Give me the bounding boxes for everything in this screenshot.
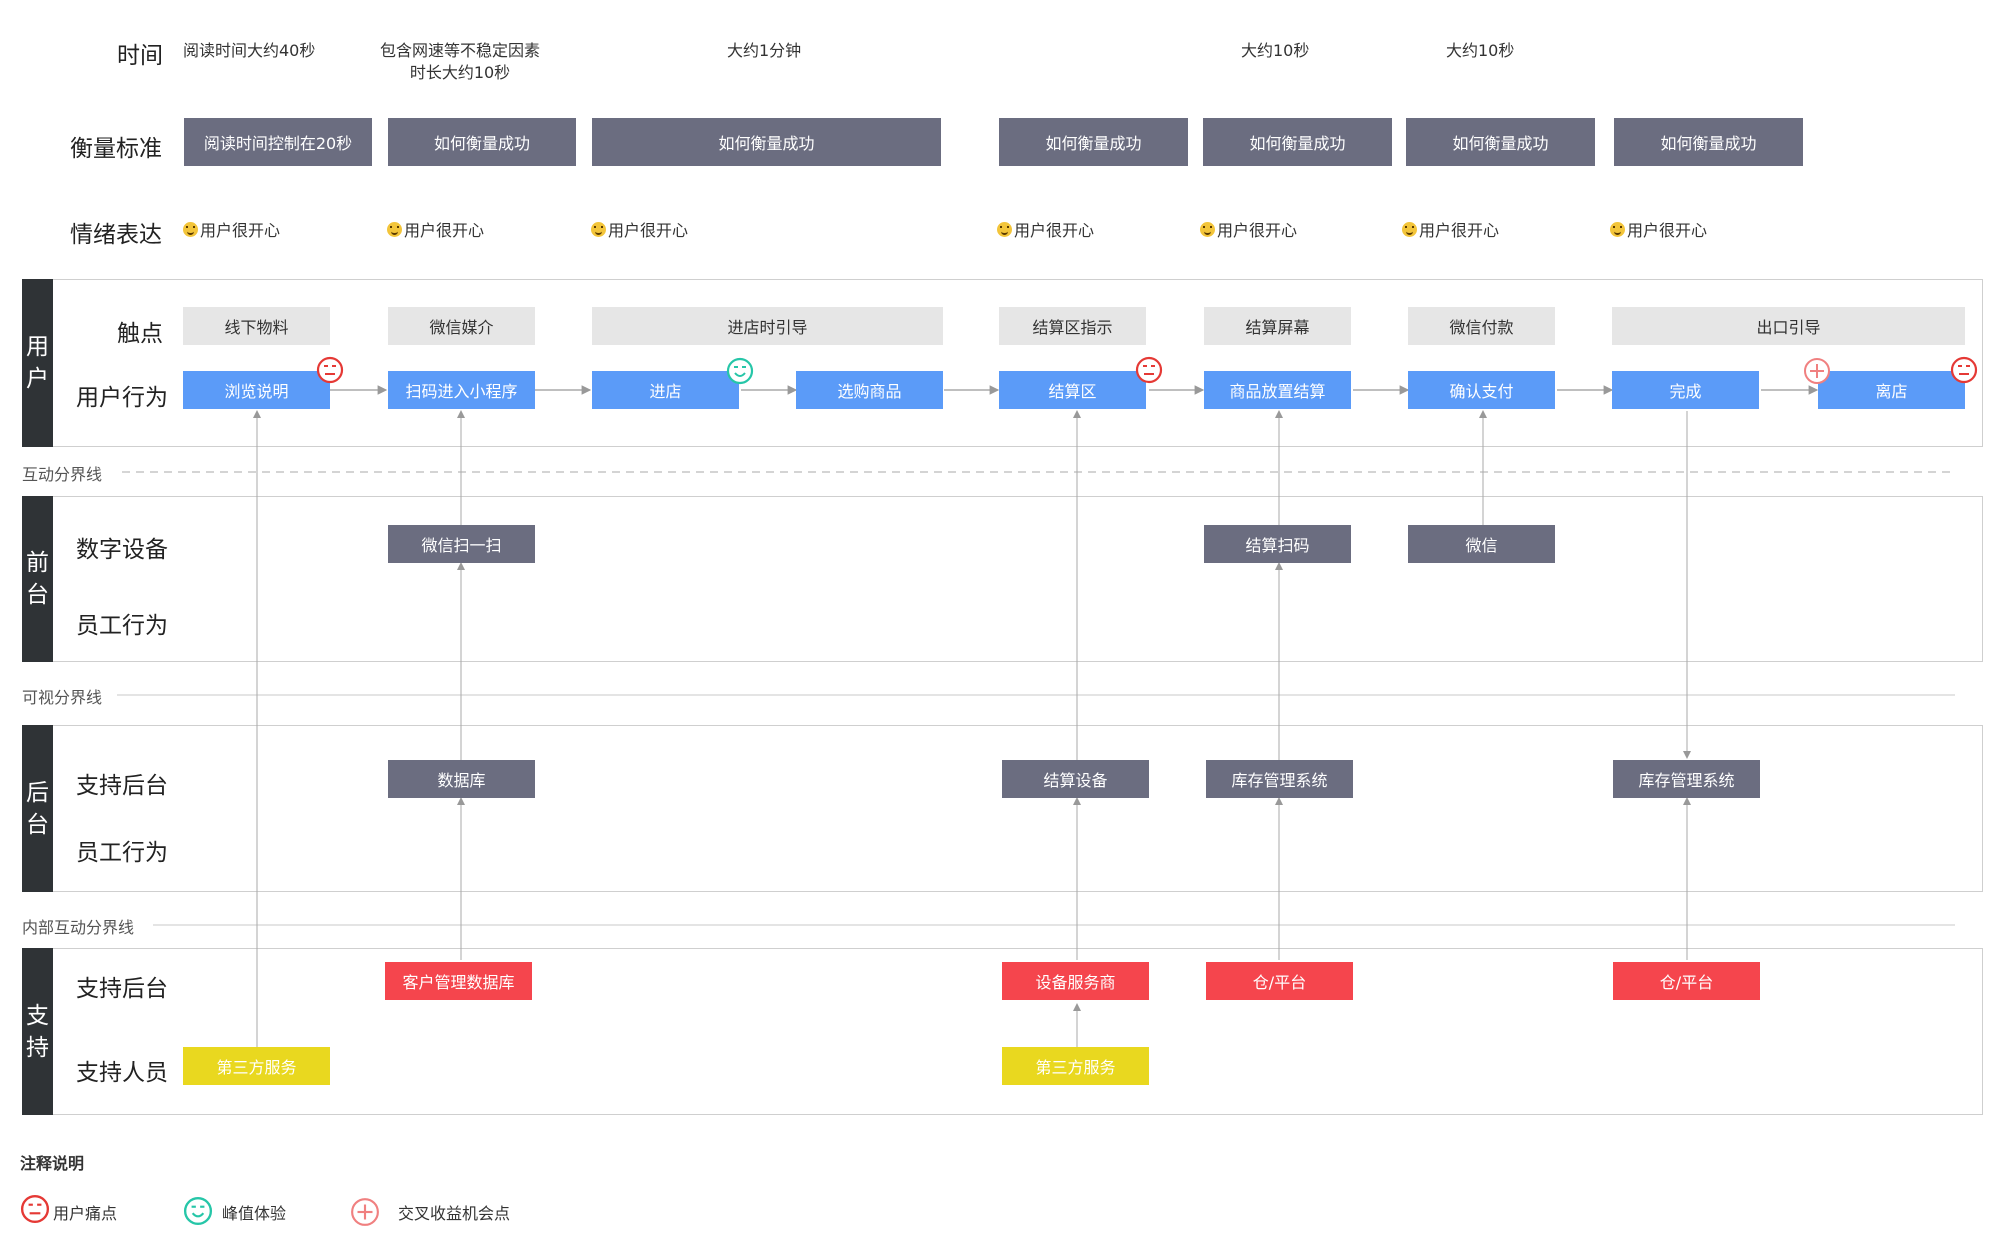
back-system-3: 库存管理系统	[1206, 760, 1353, 798]
measure-box-6: 如何衡量成功	[1406, 118, 1595, 166]
internal-divider-label: 内部互动分界线	[22, 918, 135, 937]
back-staff-row-label: 员工行为	[76, 840, 168, 866]
measure-box-3: 如何衡量成功	[592, 118, 941, 166]
support-people-row-label: 支持人员	[76, 1060, 168, 1086]
time-row-label: 时间	[117, 43, 163, 69]
touchpoint-7: 出口引导	[1612, 307, 1965, 345]
time-text-2: 包含网速等不稳定因素时长大约10秒	[379, 41, 540, 82]
back-system-4: 库存管理系统	[1613, 760, 1760, 798]
support-backend-4: 仓/平台	[1613, 962, 1760, 1000]
support-backend-row-label: 支持后台	[76, 976, 168, 1002]
behavior-3: 进店	[592, 371, 739, 409]
measure-box-4: 如何衡量成功	[999, 118, 1188, 166]
behavior-4: 选购商品	[796, 371, 943, 409]
front-lane-bar: 前台	[22, 496, 53, 662]
back-system-1: 数据库	[388, 760, 535, 798]
time-text-1: 阅读时间大约40秒	[183, 41, 316, 60]
peak-experience-icon	[726, 357, 754, 385]
front-device-3: 微信	[1408, 525, 1555, 563]
measure-box-2: 如何衡量成功	[388, 118, 576, 166]
touch-row-label: 触点	[117, 321, 163, 347]
legend-pain-label: 用户痛点	[53, 1204, 118, 1223]
emotion-4: 用户很开心	[997, 217, 1094, 241]
support-people-2: 第三方服务	[1002, 1047, 1149, 1085]
legend-cross-label: 交叉收益机会点	[398, 1204, 511, 1223]
behavior-6: 商品放置结算	[1204, 371, 1351, 409]
front-device-2: 结算扫码	[1204, 525, 1351, 563]
behavior-8: 完成	[1612, 371, 1759, 409]
back-lane-bar: 后台	[22, 725, 53, 892]
touchpoint-1: 线下物料	[183, 307, 330, 345]
behavior-row-label: 用户行为	[76, 385, 168, 411]
emotion-2: 用户很开心	[387, 217, 484, 241]
measure-box-1: 阅读时间控制在20秒	[184, 118, 372, 166]
user-lane-bar: 用户	[22, 279, 53, 447]
legend-pain-icon	[20, 1194, 50, 1224]
emotion-3: 用户很开心	[591, 217, 688, 241]
legend-cross-icon	[351, 1198, 379, 1226]
smile-emoji-icon	[183, 221, 198, 237]
behavior-5: 结算区	[999, 371, 1146, 409]
behavior-7: 确认支付	[1408, 371, 1555, 409]
support-backend-1: 客户管理数据库	[385, 962, 532, 1000]
interaction-divider-label: 互动分界线	[22, 465, 103, 484]
touchpoint-5: 结算屏幕	[1204, 307, 1351, 345]
smile-emoji-icon	[997, 221, 1012, 237]
pain-point-icon	[1135, 356, 1163, 384]
touchpoint-6: 微信付款	[1408, 307, 1555, 345]
smile-emoji-icon	[1200, 221, 1215, 237]
legend-title: 注释说明	[20, 1154, 85, 1173]
smile-emoji-icon	[591, 221, 606, 237]
support-backend-3: 仓/平台	[1206, 962, 1353, 1000]
visibility-divider-label: 可视分界线	[22, 688, 103, 707]
behavior-1: 浏览说明	[183, 371, 330, 409]
emotion-7: 用户很开心	[1610, 217, 1707, 241]
smile-emoji-icon	[1402, 221, 1417, 237]
time-text-4: 大约10秒	[1241, 41, 1310, 60]
back-support-row-label: 支持后台	[76, 773, 168, 799]
smile-emoji-icon	[1610, 221, 1625, 237]
measure-box-7: 如何衡量成功	[1614, 118, 1803, 166]
measure-box-5: 如何衡量成功	[1203, 118, 1392, 166]
front-device-1: 微信扫一扫	[388, 525, 535, 563]
support-people-1: 第三方服务	[183, 1047, 330, 1085]
measure-row-label: 衡量标准	[70, 136, 162, 162]
support-lane-bar: 支持	[22, 948, 53, 1115]
back-system-2: 结算设备	[1002, 760, 1149, 798]
front-staff-row-label: 员工行为	[76, 613, 168, 639]
legend-peak-icon	[183, 1196, 213, 1226]
behavior-9: 离店	[1818, 371, 1965, 409]
legend-peak-label: 峰值体验	[222, 1204, 287, 1223]
emotion-1: 用户很开心	[183, 217, 280, 241]
emotion-5: 用户很开心	[1200, 217, 1297, 241]
behavior-2: 扫码进入小程序	[388, 371, 535, 409]
touchpoint-2: 微信媒介	[388, 307, 535, 345]
time-text-3: 大约1分钟	[727, 41, 802, 60]
touchpoint-4: 结算区指示	[999, 307, 1146, 345]
touchpoint-3: 进店时引导	[592, 307, 943, 345]
device-row-label: 数字设备	[76, 537, 168, 563]
pain-point-icon	[1950, 356, 1978, 384]
cross-benefit-icon	[1804, 358, 1830, 384]
pain-point-icon	[316, 356, 344, 384]
smile-emoji-icon	[387, 221, 402, 237]
support-backend-2: 设备服务商	[1002, 962, 1149, 1000]
emotion-row-label: 情绪表达	[70, 222, 162, 248]
time-text-5: 大约10秒	[1446, 41, 1515, 60]
emotion-6: 用户很开心	[1402, 217, 1499, 241]
